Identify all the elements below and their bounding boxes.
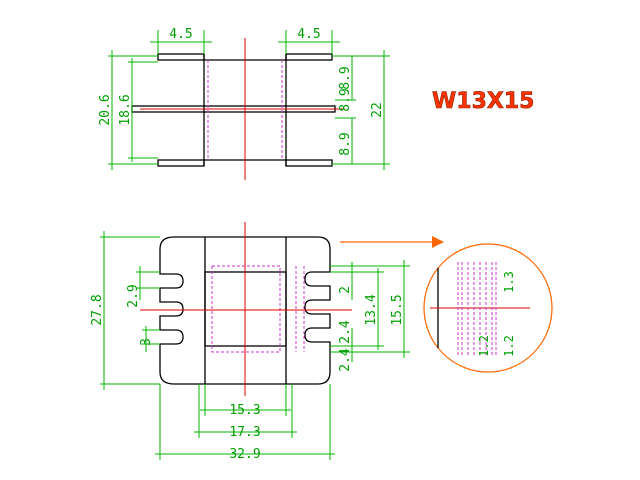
- dim-inner-height: 18.6: [118, 94, 133, 125]
- top-view: 4.5 4.5 20.6 18.6 22 8.9 8.9 8.9: [98, 27, 390, 180]
- dim-width-mid: 17.3: [229, 425, 260, 440]
- dim-left-flange: 4.5: [169, 27, 192, 42]
- dim-upper-gap: 8.9: [338, 66, 353, 89]
- dim-lower-offset: 2.4: [338, 348, 353, 372]
- dim-outer-window: 15.5: [390, 294, 405, 325]
- top-flange-right-lower: [285, 159, 333, 167]
- detail-dim-lower-right: 1.2: [502, 335, 516, 357]
- top-flange-right-upper: [285, 53, 333, 61]
- dim-right-flange: 4.5: [297, 27, 320, 42]
- detail-circle: [423, 243, 553, 373]
- dim-inner-window: 13.4: [364, 294, 379, 325]
- front-body-outline: [159, 236, 331, 385]
- model-title: W13X15: [432, 89, 534, 114]
- dim-left-pin: 3: [139, 338, 154, 346]
- dim-slot: 2: [338, 286, 353, 294]
- detail-dim-upper: 1.3: [502, 271, 516, 293]
- dim-lower-pitch: 2.4: [338, 320, 353, 344]
- dim-width-total: 32.9: [229, 447, 260, 462]
- dim-outer-height: 20.6: [98, 94, 113, 125]
- top-flange-left-upper: [157, 53, 205, 61]
- dim-mid: 8.9: [338, 88, 353, 111]
- dim-width-inner: 15.3: [229, 403, 260, 418]
- dim-pin-pitch: 2.9: [126, 284, 141, 307]
- front-view: 27.8 2.9 3 15.5 13.4 2 2.4 2.4 15.3 17: [90, 222, 410, 462]
- detail-arrowhead: [432, 236, 444, 248]
- detail-view: 1.3 1.2 1.2: [340, 236, 553, 373]
- dim-lower-gap: 8.9: [338, 132, 353, 155]
- detail-dim-lower-left: 1.2: [477, 335, 491, 357]
- top-flange-left-lower: [157, 159, 205, 167]
- dim-total: 22: [370, 102, 385, 118]
- dim-height: 27.8: [90, 294, 105, 325]
